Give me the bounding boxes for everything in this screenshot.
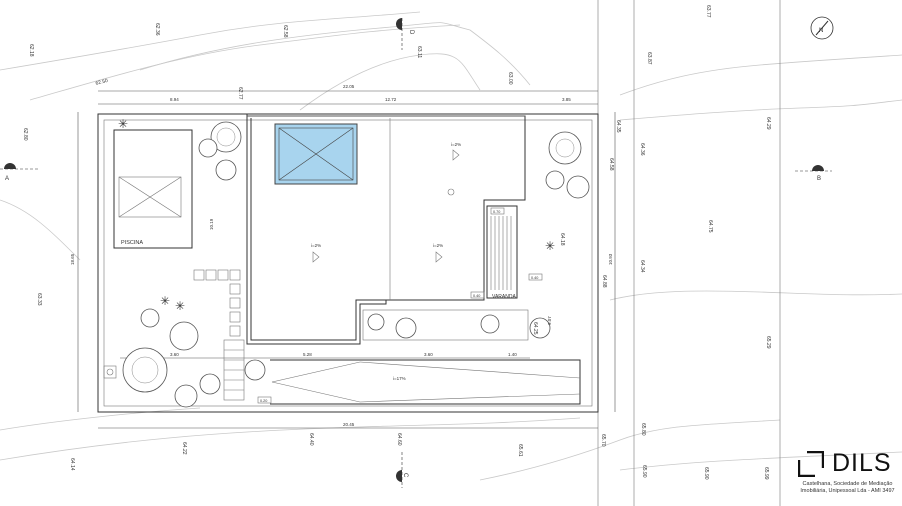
section-marker-a: A <box>0 163 38 182</box>
deck-tiles <box>193 269 241 337</box>
level-28: 65.90 <box>641 465 647 478</box>
level-25: 65.61 <box>517 444 523 457</box>
dim-total-width: 22.05 <box>343 84 355 89</box>
level-22: 64.22 <box>181 442 187 455</box>
level-3: 63.11 <box>416 46 422 58</box>
dim-bottom-3: 3.60 <box>424 352 433 357</box>
level-24: 64.60 <box>396 433 402 446</box>
svg-text:✳: ✳ <box>545 239 555 253</box>
level-26: 65.70 <box>600 434 606 447</box>
level-12: 64.36 <box>639 143 645 156</box>
contour-level-labels: 62.18 62.36 62.58 63.11 63.77 63.87 62.5… <box>22 5 771 480</box>
section-marker-d: D <box>396 18 414 50</box>
level-6: 62.50 <box>95 78 109 87</box>
level-10: 64.35 <box>615 120 621 133</box>
level-2: 62.58 <box>282 25 288 38</box>
pool-label: PISCINA <box>121 240 143 246</box>
road-edges <box>597 0 781 506</box>
dimension-lines <box>77 90 616 429</box>
slope-2: i=2% <box>311 243 321 248</box>
pool: PISCINA <box>113 129 193 249</box>
level-15: 64.18 <box>559 233 565 246</box>
level-14: 64.75 <box>707 220 713 233</box>
north-arrow-icon: N <box>810 16 834 40</box>
dim-top-2: 12.72 <box>385 97 397 102</box>
level-4: 63.77 <box>705 5 711 18</box>
slope-4: i=17% <box>393 376 406 381</box>
svg-text:D: D <box>408 30 414 35</box>
svg-text:C: C <box>402 473 408 478</box>
svg-text:✳: ✳ <box>175 299 185 313</box>
level-27: 65.80 <box>640 423 646 436</box>
slope-3: i=2% <box>433 243 443 248</box>
skylight <box>274 123 358 185</box>
level-19: 64.25 <box>532 322 538 335</box>
svg-text:✳: ✳ <box>160 294 170 308</box>
dim-bottom-2: 5.28 <box>303 352 312 357</box>
dim-total-depth: 18.65 <box>70 253 75 265</box>
dimension-labels: 22.05 8.94 12.72 3.85 20.45 3.60 5.28 3.… <box>70 84 613 427</box>
section-marker-b: B <box>795 165 832 182</box>
tag-3: 0.40 <box>473 294 480 298</box>
level-16: 64.34 <box>639 260 645 273</box>
slope-labels: i=2% i=2% i=2% i=17% <box>311 142 461 381</box>
level-11: 64.29 <box>765 117 771 130</box>
dim-bottom-4: 1.40 <box>508 352 517 357</box>
level-1: 62.36 <box>154 23 160 36</box>
dim-side-3: 9.07 <box>547 316 552 325</box>
dils-logo: DILS Castelhana, Sociedade de Mediação I… <box>795 449 900 501</box>
contour-lines <box>0 11 902 481</box>
stairs <box>223 339 245 401</box>
brand-name: DILS <box>832 449 892 477</box>
veranda-label: VARANDA <box>492 294 516 300</box>
dim-side-2: 10.93 <box>608 253 613 265</box>
lot-boundary <box>97 113 599 413</box>
tag-1: 0.70 <box>493 210 500 214</box>
svg-text:B: B <box>817 176 821 182</box>
level-21: 64.14 <box>69 458 75 471</box>
level-7: 62.77 <box>237 87 243 100</box>
dils-mark-icon <box>798 451 824 477</box>
svg-text:65.90: 65.90 <box>703 467 709 480</box>
level-23: 64.40 <box>308 433 314 446</box>
tag-4: 0.20 <box>260 399 267 403</box>
dim-bottom-total: 20.45 <box>343 422 355 427</box>
svg-text:✳: ✳ <box>118 117 128 131</box>
dim-bottom-1: 3.60 <box>170 352 179 357</box>
level-20: 65.29 <box>765 336 771 349</box>
dim-side-1: 10.19 <box>209 218 214 230</box>
level-13: 64.58 <box>608 158 614 171</box>
level-8: 63.00 <box>507 72 513 85</box>
slope-1: i=2% <box>451 142 461 147</box>
section-marker-c: C <box>396 452 408 488</box>
level-29: 65.99 <box>763 467 769 480</box>
dim-top-3: 3.85 <box>562 97 571 102</box>
trees: ✳ ✳ ✳ ✳ <box>118 117 590 408</box>
veranda: VARANDA <box>486 205 518 300</box>
level-0: 62.18 <box>28 44 34 57</box>
level-18: 63.33 <box>36 293 42 306</box>
dim-top-1: 8.94 <box>170 97 179 102</box>
planter <box>362 309 529 341</box>
tag-2: 0.40 <box>531 276 538 280</box>
house-footprint <box>246 114 526 345</box>
level-5: 63.87 <box>646 52 652 65</box>
driveway-ramp <box>270 359 581 405</box>
brand-company: Castelhana, Sociedade de Mediação Imobil… <box>800 481 895 494</box>
svg-text:A: A <box>5 176 9 182</box>
level-9: 62.80 <box>22 128 28 141</box>
tag-boxes: 0.70 0.40 0.40 0.20 <box>257 207 543 404</box>
level-17: 64.88 <box>601 275 607 288</box>
svg-text:N: N <box>819 28 823 34</box>
